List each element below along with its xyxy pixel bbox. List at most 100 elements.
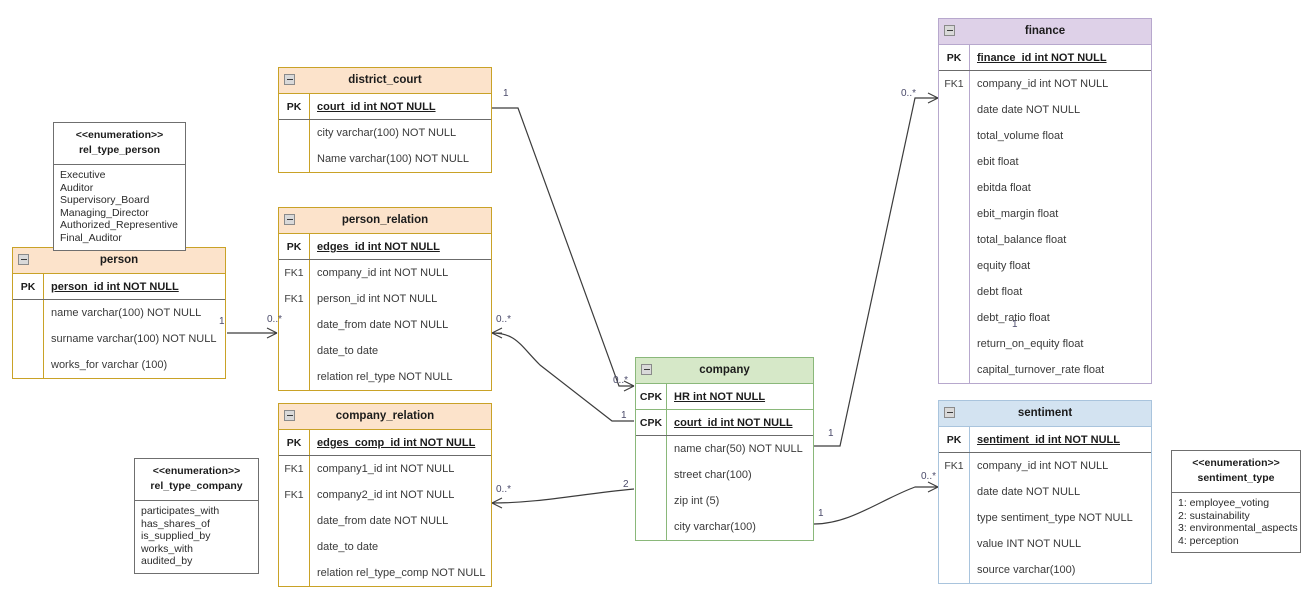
enumeration-name: rel_type_person xyxy=(78,144,161,156)
enumeration-stereotype: <<enumeration>> xyxy=(152,465,241,477)
row-column: debt float xyxy=(969,279,1151,305)
table-row[interactable]: street char(100) xyxy=(636,462,813,488)
table-row[interactable]: ebit float xyxy=(939,149,1151,175)
row-column: date_to date xyxy=(309,534,491,560)
collapse-icon[interactable] xyxy=(944,25,955,36)
entity-company-relation[interactable]: company_relation PK edges_comp_id int NO… xyxy=(278,403,492,587)
row-column: company_id int NOT NULL xyxy=(969,453,1151,479)
collapse-icon[interactable] xyxy=(944,407,955,418)
entity-person-relation[interactable]: person_relation PK edges_id int NOT NULL… xyxy=(278,207,492,391)
table-row[interactable]: relation rel_type_comp NOT NULL xyxy=(279,560,491,586)
row-key: PK xyxy=(946,52,962,64)
table-row[interactable]: FK1 company_id int NOT NULL xyxy=(939,71,1151,97)
table-row[interactable]: zip int (5) xyxy=(636,488,813,514)
enumeration-rel-type-person[interactable]: <<enumeration>> rel_type_person Executiv… xyxy=(53,122,186,251)
table-row[interactable]: name char(50) NOT NULL xyxy=(636,436,813,462)
table-row[interactable]: name varchar(100) NOT NULL xyxy=(13,300,225,326)
row-column: street char(100) xyxy=(666,462,813,488)
table-row[interactable]: PK sentiment_id int NOT NULL xyxy=(939,427,1151,453)
table-row[interactable]: city varchar(100) xyxy=(636,514,813,540)
row-column: total_volume float xyxy=(969,123,1151,149)
enumeration-value: 4: perception xyxy=(1178,534,1239,547)
table-row[interactable]: CPK court_id int NOT NULL xyxy=(636,410,813,436)
table-row[interactable]: CPK HR int NOT NULL xyxy=(636,384,813,410)
enumeration-sentiment-type[interactable]: <<enumeration>> sentiment_type 1: employ… xyxy=(1171,450,1301,554)
cardinality-label-personrel-source: 0..* xyxy=(496,314,512,325)
table-row[interactable]: date_from date NOT NULL xyxy=(279,312,491,338)
cardinality-label-person-target: 0..* xyxy=(267,314,283,325)
table-row[interactable]: date date NOT NULL xyxy=(939,479,1151,505)
row-column: finance_id int NOT NULL xyxy=(969,45,1151,70)
collapse-icon[interactable] xyxy=(641,364,652,375)
table-row[interactable]: works_for varchar (100) xyxy=(13,352,225,378)
entity-company[interactable]: company CPK HR int NOT NULL CPK court_id… xyxy=(635,357,814,541)
table-row[interactable]: date_to date xyxy=(279,534,491,560)
table-row[interactable]: FK1 company2_id int NOT NULL xyxy=(279,482,491,508)
table-row[interactable]: debt float xyxy=(939,279,1151,305)
table-row[interactable]: surname varchar(100) NOT NULL xyxy=(13,326,225,352)
row-column: name varchar(100) NOT NULL xyxy=(43,300,225,326)
table-row[interactable]: Name varchar(100) NOT NULL xyxy=(279,146,491,172)
row-column: edges_id int NOT NULL xyxy=(309,234,491,259)
enumeration-value: Authorized_Representive xyxy=(60,219,178,232)
row-column: person_id int NOT NULL xyxy=(43,274,225,299)
table-row[interactable]: debt_ratio float xyxy=(939,305,1151,331)
table-row[interactable]: FK1 person_id int NOT NULL xyxy=(279,286,491,312)
row-column: company1_id int NOT NULL xyxy=(309,456,491,482)
table-row[interactable]: total_balance float xyxy=(939,227,1151,253)
table-row[interactable]: date_to date xyxy=(279,338,491,364)
row-key xyxy=(939,557,969,583)
table-row[interactable]: PK court_id int NOT NULL xyxy=(279,94,491,120)
entity-title: person_relation xyxy=(341,214,429,226)
entity-title: person xyxy=(99,254,139,266)
table-row[interactable]: FK1 company_id int NOT NULL xyxy=(279,260,491,286)
table-row[interactable]: return_on_equity float xyxy=(939,331,1151,357)
collapse-icon[interactable] xyxy=(18,254,29,265)
collapse-icon[interactable] xyxy=(284,410,295,421)
table-row[interactable]: PK edges_id int NOT NULL xyxy=(279,234,491,260)
table-row[interactable]: capital_turnover_rate float xyxy=(939,357,1151,383)
row-key xyxy=(939,305,969,331)
enumeration-name: rel_type_company xyxy=(150,480,243,492)
wire-company-sentiment xyxy=(813,481,939,525)
enumeration-header: <<enumeration>> rel_type_person xyxy=(54,123,185,165)
table-row[interactable]: date_from date NOT NULL xyxy=(279,508,491,534)
table-row[interactable]: type sentiment_type NOT NULL xyxy=(939,505,1151,531)
table-row[interactable]: PK person_id int NOT NULL xyxy=(13,274,225,300)
entity-rows: PK person_id int NOT NULL name varchar(1… xyxy=(13,274,225,378)
table-row[interactable]: source varchar(100) xyxy=(939,557,1151,583)
table-row[interactable]: city varchar(100) NOT NULL xyxy=(279,120,491,146)
table-row[interactable]: PK edges_comp_id int NOT NULL xyxy=(279,430,491,456)
row-column: HR int NOT NULL xyxy=(666,384,813,409)
enumeration-values: participates_with has_shares_of is_suppl… xyxy=(135,501,258,573)
enumeration-value: is_supplied_by xyxy=(141,530,211,543)
row-key xyxy=(279,338,309,364)
table-row[interactable]: equity float xyxy=(939,253,1151,279)
entity-header-district-court: district_court xyxy=(279,68,491,94)
table-row[interactable]: FK1 company1_id int NOT NULL xyxy=(279,456,491,482)
row-column: ebitda float xyxy=(969,175,1151,201)
row-key xyxy=(939,331,969,357)
enumeration-value: Managing_Director xyxy=(60,206,149,219)
table-row[interactable]: PK finance_id int NOT NULL xyxy=(939,45,1151,71)
entity-rows: PK finance_id int NOT NULL FK1 company_i… xyxy=(939,45,1151,383)
entity-finance[interactable]: finance PK finance_id int NOT NULL FK1 c… xyxy=(938,18,1152,384)
table-row[interactable]: total_volume float xyxy=(939,123,1151,149)
row-key: FK1 xyxy=(944,78,964,90)
row-column: debt_ratio float xyxy=(969,305,1151,331)
table-row[interactable]: value INT NOT NULL xyxy=(939,531,1151,557)
entity-person[interactable]: person PK person_id int NOT NULL name va… xyxy=(12,247,226,379)
collapse-icon[interactable] xyxy=(284,214,295,225)
table-row[interactable]: ebit_margin float xyxy=(939,201,1151,227)
table-row[interactable]: date date NOT NULL xyxy=(939,97,1151,123)
enumeration-rel-type-company[interactable]: <<enumeration>> rel_type_company partici… xyxy=(134,458,259,574)
collapse-icon[interactable] xyxy=(284,74,295,85)
table-row[interactable]: ebitda float xyxy=(939,175,1151,201)
table-row[interactable]: FK1 company_id int NOT NULL xyxy=(939,453,1151,479)
row-column: source varchar(100) xyxy=(969,557,1151,583)
table-row[interactable]: relation rel_type NOT NULL xyxy=(279,364,491,390)
row-column: city varchar(100) NOT NULL xyxy=(309,120,491,146)
row-key xyxy=(636,436,666,462)
entity-district-court[interactable]: district_court PK court_id int NOT NULL … xyxy=(278,67,492,173)
entity-sentiment[interactable]: sentiment PK sentiment_id int NOT NULL F… xyxy=(938,400,1152,584)
